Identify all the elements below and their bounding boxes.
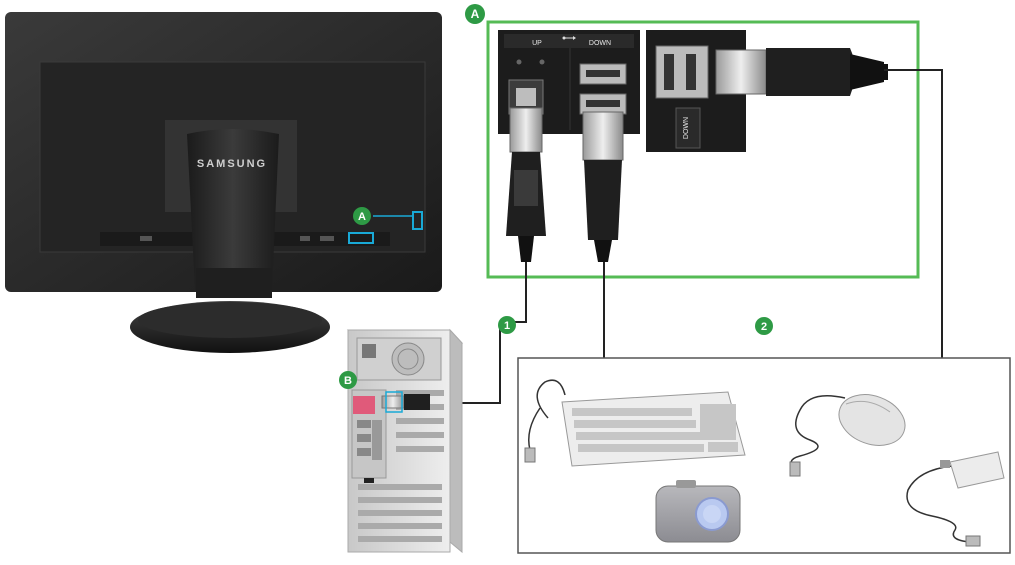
monitor-base-top [138,302,322,338]
marker-1 [498,316,516,334]
pc-usb-plug-body [404,394,430,410]
side-label-plate [675,107,701,149]
usb-side-port [655,45,709,99]
monitor-stand-neck [187,129,279,290]
marker-b [339,371,357,389]
usb-a-plug-side [715,48,888,96]
psu-fan-ring [397,348,419,370]
expansion-slot [396,418,444,424]
usb-port-highlight [348,232,374,244]
io-port [357,434,371,442]
usb-side-port-tongue [664,54,674,90]
hub-side-down-label: DOWN [683,117,690,139]
expansion-slot [396,390,444,396]
marker-a [465,4,485,24]
usb-icon [562,36,576,40]
led [539,59,545,65]
marker-1-label: 1 [504,320,510,332]
usb-side-port-tongue [686,54,696,90]
hub-up-label: UP [532,40,542,47]
stand-foot-collar [196,268,272,298]
external-drive [906,451,1005,547]
usb-side-highlight [412,211,423,230]
expansion-slot [358,536,442,542]
monitor-rear: SAMSUNG A [5,12,442,353]
usb-port-group [353,396,375,414]
usb-devices [517,357,1011,554]
tower-side [449,328,463,554]
io-port [357,448,371,456]
port-slot [320,236,334,241]
expansion-slot [358,510,442,516]
expansion-slot [396,432,444,438]
marker-2-label: 2 [761,321,767,333]
hub-down-label: DOWN [589,40,611,47]
expansion-slot [396,446,444,452]
usb-a-port-1-tongue [586,70,620,77]
cable-downstream-2 [884,69,943,358]
usb-b-plug [506,107,546,262]
monitor-brand-label: SAMSUNG [197,158,267,170]
io-connector [372,420,382,460]
led [516,59,522,65]
io-port [357,420,371,428]
expansion-slot [358,497,442,503]
marker-a-small-label: A [358,211,366,223]
marker-a-label: A [471,7,480,21]
psu-fan [391,342,425,376]
port-slot [140,236,152,241]
port-slot [300,236,310,241]
expansion-slot [358,484,442,490]
hub-label-bar [504,34,634,48]
usb-hub-closeup: A UP DOWN DOWN [465,4,920,279]
power-socket [362,344,376,358]
marker-2 [755,317,773,335]
mouse [789,394,906,477]
camera [655,480,741,543]
keyboard [524,379,746,467]
pc-tower: B [339,328,464,554]
pc-usb-port-highlight [385,391,403,413]
marker-b-label: B [344,375,352,387]
tower-vent [364,478,374,483]
usb-b-port-inner [516,88,536,106]
marker-a-small [353,207,371,225]
usb-a-plug-down [582,111,624,262]
usb-a-port-2-tongue [586,100,620,107]
expansion-slot [358,523,442,529]
